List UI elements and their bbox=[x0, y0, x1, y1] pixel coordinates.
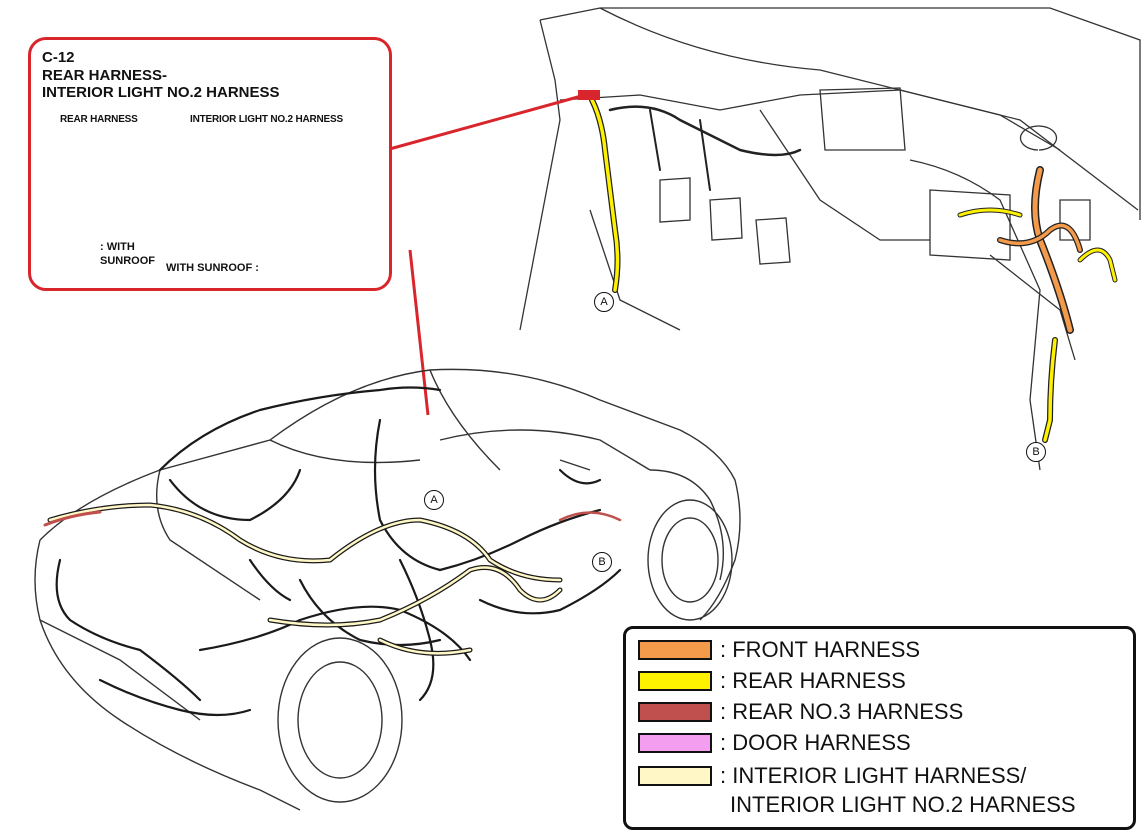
dashboard-view bbox=[519, 7, 1141, 471]
legend-item-rear-no3-harness: : REAR NO.3 HARNESS bbox=[638, 699, 963, 725]
dashboard-harness bbox=[589, 97, 1118, 443]
harness-legend: : FRONT HARNESS : REAR HARNESS : REAR NO… bbox=[623, 626, 1136, 830]
legend-swatch bbox=[638, 766, 712, 786]
legend-item-front-harness: : FRONT HARNESS bbox=[638, 637, 920, 663]
legend-swatch bbox=[638, 733, 712, 753]
legend-label: : REAR NO.3 HARNESS bbox=[720, 699, 964, 724]
interior-light-label: INTERIOR LIGHT NO.2 HARNESS bbox=[190, 114, 343, 125]
car-harness-yellow bbox=[43, 502, 622, 656]
connector-code: C-12 bbox=[42, 49, 75, 66]
with-sunroof-note-right: WITH SUNROOF : bbox=[166, 262, 259, 274]
legend-swatch bbox=[638, 671, 712, 691]
rear-harness-label: REAR HARNESS bbox=[60, 114, 138, 125]
with-sunroof-note-left: : WITH SUNROOF bbox=[100, 241, 155, 267]
connector-marker bbox=[578, 90, 600, 100]
legend-label: : REAR HARNESS bbox=[720, 668, 906, 693]
legend-item-door-harness: : DOOR HARNESS bbox=[638, 730, 911, 756]
marker-b-car: B bbox=[592, 552, 612, 572]
legend-item-interior-light-harness: : INTERIOR LIGHT HARNESS/ bbox=[638, 763, 1026, 789]
marker-b-dashboard: B bbox=[1026, 442, 1046, 462]
connector-title-line2: INTERIOR LIGHT NO.2 HARNESS bbox=[42, 84, 280, 101]
legend-label: : DOOR HARNESS bbox=[720, 730, 911, 755]
car-harness-main bbox=[55, 386, 622, 717]
legend-label: : INTERIOR LIGHT HARNESS/ bbox=[720, 763, 1027, 788]
marker-a-dashboard: A bbox=[594, 292, 614, 312]
connector-title-line1: REAR HARNESS- bbox=[42, 67, 168, 84]
legend-label: : FRONT HARNESS bbox=[720, 637, 921, 662]
legend-swatch bbox=[638, 640, 712, 660]
marker-a-car: A bbox=[424, 490, 444, 510]
connector-callout bbox=[28, 37, 392, 291]
legend-swatch bbox=[638, 702, 712, 722]
connector-title: REAR HARNESS- INTERIOR LIGHT NO.2 HARNES… bbox=[42, 67, 372, 101]
legend-item-rear-harness: : REAR HARNESS bbox=[638, 668, 906, 694]
legend-label-continuation: INTERIOR LIGHT NO.2 HARNESS bbox=[730, 792, 1076, 817]
